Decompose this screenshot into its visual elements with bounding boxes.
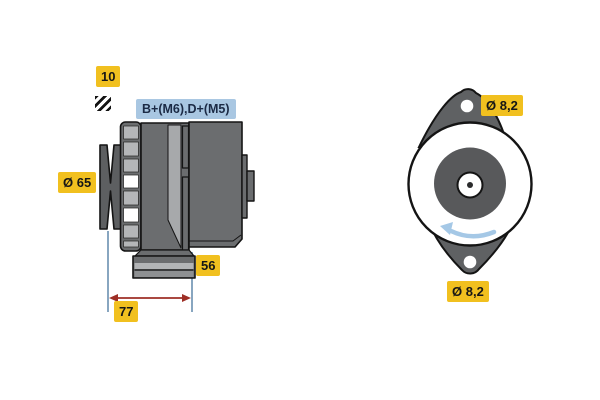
belt-width-label: 10 — [96, 66, 121, 87]
terminal-stud — [246, 170, 255, 202]
mounting-foot — [132, 255, 196, 279]
belt-hatch-icon — [95, 96, 111, 111]
foot-width-label: 56 — [196, 255, 221, 276]
terminal-block — [241, 154, 248, 219]
foot-transition — [134, 249, 195, 257]
side-view-drawing — [99, 121, 255, 312]
terminals-label: B+(M6),D+(M5) — [136, 99, 236, 119]
shaft-center-dot — [467, 182, 473, 188]
fan — [119, 121, 142, 252]
stator-bar-upper — [181, 125, 190, 169]
rear-housing — [188, 121, 243, 248]
rear-housing-step — [189, 234, 242, 242]
mounting-length-label: 77 — [114, 301, 139, 322]
pulley-diameter-label: Ø 65 — [58, 172, 97, 193]
pulley — [99, 144, 122, 230]
ear-hole-top — [460, 99, 474, 113]
rear-view-drawing — [407, 88, 533, 275]
rotation-arrow-icon — [440, 222, 497, 239]
stator-bar-lower — [181, 176, 190, 251]
rear-bottom-hole-label: Ø 8,2 — [447, 281, 489, 302]
ear-hole-bottom — [463, 255, 477, 269]
rear-top-hole-label: Ø 8,2 — [481, 95, 523, 116]
dimension-arrow — [109, 294, 191, 302]
housing-wedge — [167, 124, 182, 249]
front-housing — [140, 122, 190, 251]
